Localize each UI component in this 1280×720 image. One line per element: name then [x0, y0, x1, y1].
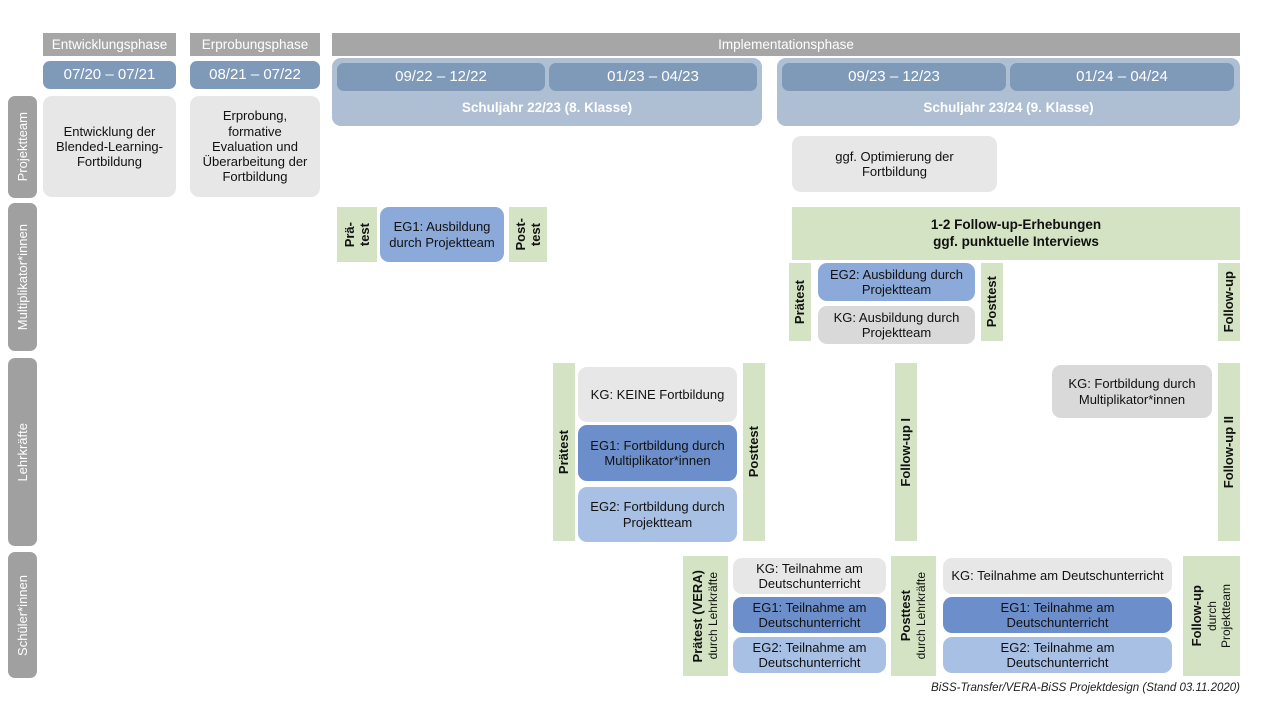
praetest-lehrkraefte-text: Prätest — [556, 429, 572, 475]
followup-1-lehrkraefte-text: Follow-up I — [898, 417, 914, 487]
followup-2-lehrkraefte-text: Follow-up II — [1221, 415, 1237, 489]
row-label-lehrkraefte: Lehrkräfte — [8, 358, 37, 546]
followup-multiplikatoren-text: Follow-up — [1221, 271, 1237, 333]
card-kg-teilnahme-deutschunterricht-2: KG: Teilnahme am Deutschunterricht — [943, 558, 1172, 594]
school-year-label-2324: Schuljahr 23/24 (9. Klasse) — [923, 100, 1094, 116]
card-eg2-teilnahme-deutschunterricht-1: EG2: Teilnahme am Deutschunterricht — [733, 637, 886, 673]
card-eg1-teilnahme-deutschunterricht-2: EG1: Teilnahme am Deutschunterricht — [943, 597, 1172, 633]
period-pill-0123-0423: 01/23 – 04/23 — [549, 63, 757, 91]
praetest-vera-schueler: Prätest (VERA) durch Lehrkräfte — [683, 556, 728, 676]
praetest-vera-main-text: Prätest (VERA) — [690, 569, 706, 663]
phase-header-entwicklungsphase: Entwicklungsphase — [43, 33, 176, 56]
followup-schueler-sub1-text: durch — [1204, 600, 1219, 632]
period-pill-0922-1222: 09/22 – 12/22 — [337, 63, 545, 91]
period-pill-0124-0424: 01/24 – 04/24 — [1010, 63, 1234, 91]
row-label-projektteam: Projektteam — [8, 96, 37, 198]
praetest-multiplikatoren-line2: test — [356, 222, 372, 247]
praetest-multiplikatoren-line1: Prä- — [341, 221, 357, 248]
posttest-schueler-main-text: Posttest — [898, 590, 914, 642]
praetest-multiplikatoren-left: Prä- test — [337, 207, 377, 262]
card-eg1-teilnahme-deutschunterricht-1: EG1: Teilnahme am Deutschunterricht — [733, 597, 886, 633]
card-kg-fortbildung-multiplikatoren: KG: Fortbildung durch Multiplikator*inne… — [1052, 365, 1212, 418]
praetest-lehrkraefte: Prätest — [553, 363, 575, 541]
praetest-vera-sub-text: durch Lehrkräfte — [706, 572, 721, 660]
followup-schueler: Follow-up durch Projektteam — [1183, 556, 1240, 676]
row-label-schuelerinnen-text: Schüler*innen — [14, 574, 30, 656]
followup-schueler-main-text: Follow-up — [1189, 585, 1205, 647]
followup-1-lehrkraefte: Follow-up I — [895, 363, 917, 541]
phase-header-erprobungsphase: Erprobungsphase — [190, 33, 320, 56]
card-eg2-fortbildung-projektteam: EG2: Fortbildung durch Projektteam — [578, 487, 737, 542]
posttest-schueler: Posttest durch Lehrkräfte — [891, 556, 936, 676]
card-eg2-ausbildung-projektteam: EG2: Ausbildung durch Projektteam — [818, 263, 975, 301]
posttest-schueler-sub-text: durch Lehrkräfte — [914, 572, 929, 660]
row-label-multiplikatorinnen-text: Multiplikator*innen — [14, 223, 30, 331]
followup-band-line1: 1-2 Follow-up-Erhebungen — [930, 216, 1102, 232]
posttest-multiplikatoren-right-text: Posttest — [984, 276, 1000, 328]
card-kg-ausbildung-projektteam: KG: Ausbildung durch Projektteam — [818, 306, 975, 344]
posttest-multiplikatoren-line2: test — [527, 222, 543, 247]
card-eg1-ausbildung-projektteam: EG1: Ausbildung durch Projektteam — [380, 207, 504, 262]
posttest-multiplikatoren-left: Post- test — [509, 207, 547, 262]
card-optimierung-fortbildung: ggf. Optimierung der Fortbildung — [792, 136, 997, 192]
card-eg2-teilnahme-deutschunterricht-2: EG2: Teilnahme am Deutschunterricht — [943, 637, 1172, 673]
phase-header-implementationsphase: Implementationsphase — [332, 33, 1240, 56]
row-label-multiplikatorinnen: Multiplikator*innen — [8, 203, 37, 351]
period-pill-0821-0722: 08/21 – 07/22 — [190, 61, 320, 89]
school-year-label-2223: Schuljahr 22/23 (8. Klasse) — [461, 100, 633, 116]
praetest-multiplikatoren-right: Prätest — [789, 263, 811, 341]
card-kg-teilnahme-deutschunterricht-1: KG: Teilnahme am Deutschunterricht — [733, 558, 886, 594]
card-erprobung-evaluation: Erprobung, formative Evaluation und Über… — [190, 96, 320, 197]
followup-erhebungen-band: 1-2 Follow-up-Erhebungen ggf. punktuelle… — [792, 207, 1240, 260]
posttest-multiplikatoren-right: Posttest — [981, 263, 1003, 341]
school-year-group-2223: 09/22 – 12/22 01/23 – 04/23 Schuljahr 22… — [332, 58, 762, 126]
card-kg-keine-fortbildung: KG: KEINE Fortbildung — [578, 367, 737, 422]
period-pill-0923-1223: 09/23 – 12/23 — [782, 63, 1006, 91]
row-label-projektteam-text: Projektteam — [14, 112, 30, 182]
praetest-multiplikatoren-right-text: Prätest — [792, 279, 808, 325]
card-entwicklung-blended-learning: Entwicklung der Blended-Learning-Fortbil… — [43, 96, 176, 197]
row-label-lehrkraefte-text: Lehrkräfte — [14, 422, 30, 482]
row-label-schuelerinnen: Schüler*innen — [8, 552, 37, 678]
posttest-multiplikatoren-line1: Post- — [512, 218, 528, 251]
followup-2-lehrkraefte: Follow-up II — [1218, 363, 1240, 541]
card-eg1-fortbildung-multiplikatoren: EG1: Fortbildung durch Multiplikator*inn… — [578, 425, 737, 481]
footer-source-note: BiSS-Transfer/VERA-BiSS Projektdesign (S… — [931, 682, 1240, 694]
posttest-lehrkraefte: Posttest — [743, 363, 765, 541]
period-pill-0720-0721: 07/20 – 07/21 — [43, 61, 176, 89]
posttest-lehrkraefte-text: Posttest — [746, 426, 762, 478]
followup-band-line2: ggf. punktuelle Interviews — [933, 233, 1099, 249]
followup-multiplikatoren: Follow-up — [1218, 263, 1240, 341]
school-year-group-2324: 09/23 – 12/23 01/24 – 04/24 Schuljahr 23… — [777, 58, 1240, 126]
followup-schueler-sub2-text: Projektteam — [1219, 583, 1234, 649]
